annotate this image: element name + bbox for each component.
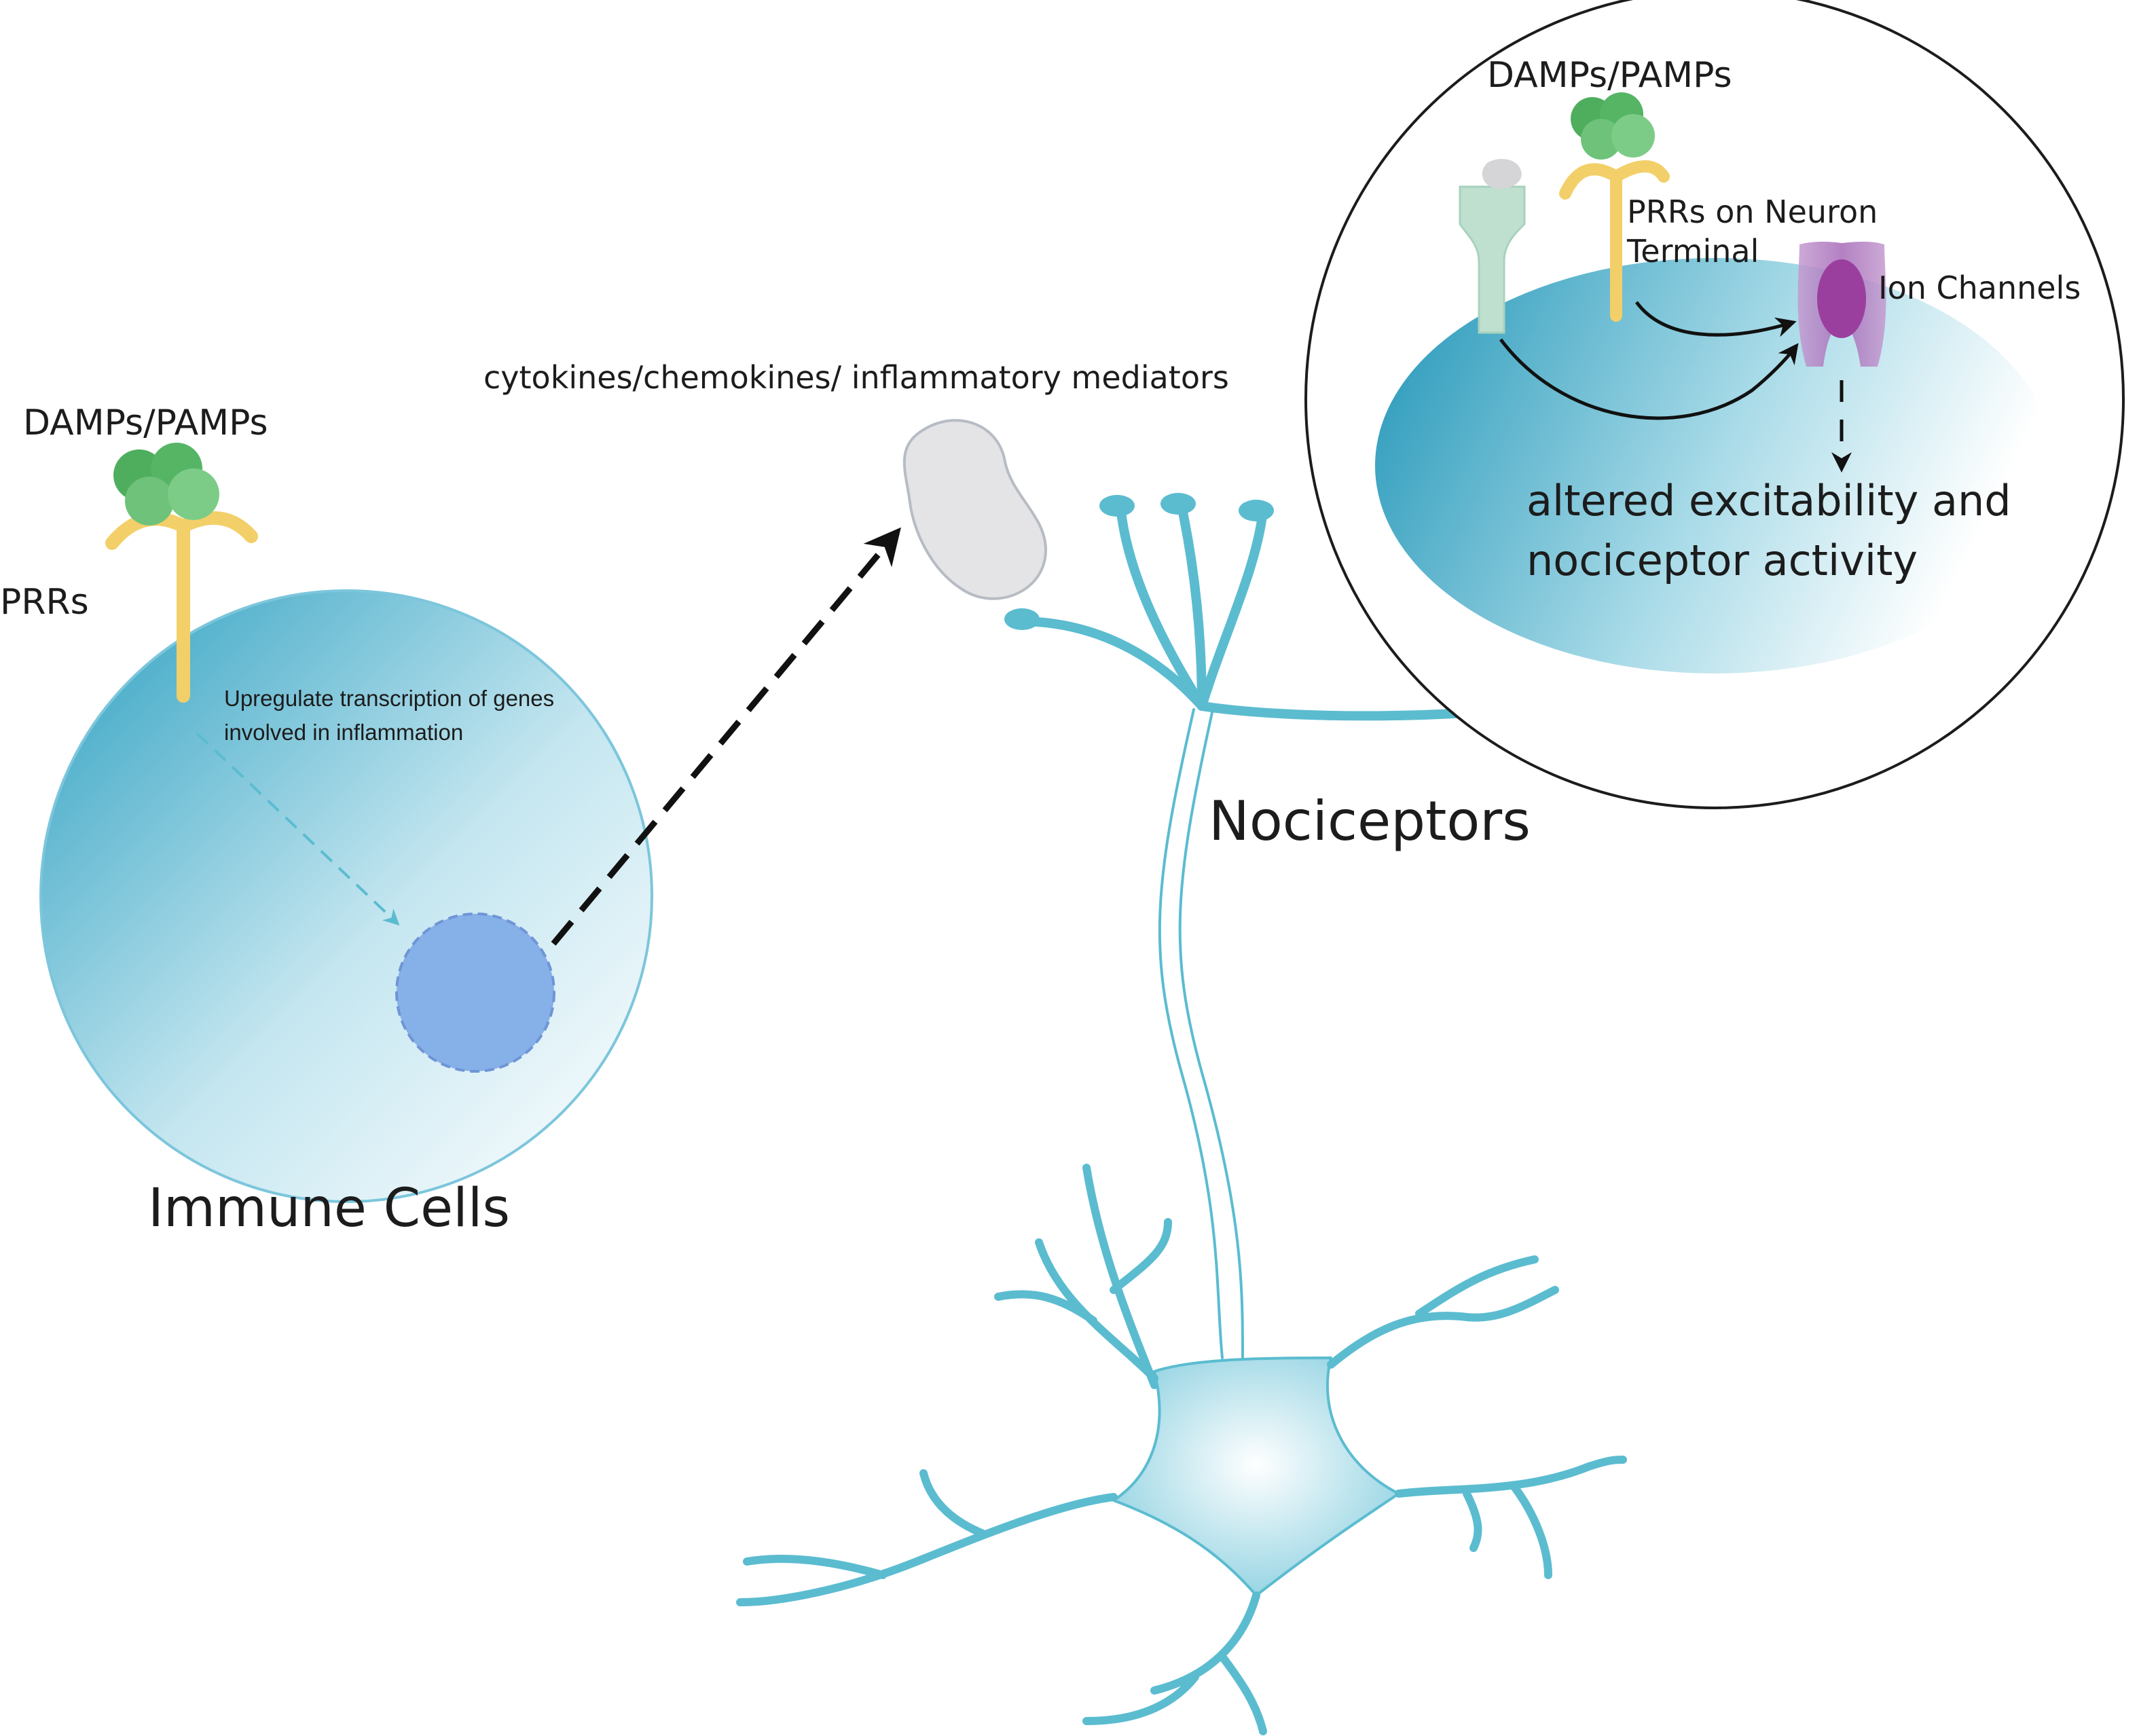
dendrite	[1082, 1164, 1172, 1389]
inset-prr-receptor	[1559, 92, 1670, 322]
axon-outline-right	[1178, 708, 1244, 1359]
prr-to-channel-arrow	[1634, 301, 1797, 337]
immune-cell-nucleus	[395, 912, 555, 1073]
neuron-terminal-membrane	[1375, 258, 2054, 673]
transcription-arrow	[196, 732, 400, 926]
dendrite	[1327, 1255, 1559, 1369]
inflammatory-mediator-blob	[902, 419, 1048, 600]
inset-damps-label: DAMPs/PAMPs	[1487, 55, 1732, 96]
mediators-label: cytokines/chemokines/ inflammatory media…	[483, 359, 1229, 396]
damp-ligand	[1611, 114, 1655, 158]
upregulate-transcription-label: Upregulate transcription of genes involv…	[224, 686, 555, 745]
gpcr-receptor	[1459, 159, 1526, 334]
dendrite	[1082, 1591, 1267, 1735]
ion-channel	[1797, 241, 1886, 367]
immune-cells-label: Immune Cells	[148, 1178, 511, 1239]
ion-channels-label: Ion Channels	[1878, 270, 2081, 306]
altered-excitability-label: altered excitability and nociceptor acti…	[1526, 476, 2011, 586]
nociceptors-label: Nociceptors	[1209, 790, 1531, 853]
immune-prrs-label: PRRs	[0, 582, 89, 623]
terminal-branch	[1014, 616, 1207, 711]
ion-channel-core	[1817, 259, 1866, 338]
dendrite	[994, 1238, 1158, 1382]
damp-ligand	[1581, 119, 1622, 160]
prrs-on-neuron-label: PRRs on Neuron Terminal	[1627, 193, 1878, 270]
nociceptor-neuron	[736, 493, 1668, 1735]
terminal-bulb	[1239, 500, 1274, 521]
secretion-arrow	[551, 527, 901, 946]
dendrite	[1395, 1456, 1627, 1579]
dendrite	[736, 1469, 1118, 1606]
receptor-body	[1459, 185, 1526, 334]
terminal-bulb	[1099, 495, 1135, 517]
terminal-branch	[1116, 501, 1207, 711]
damp-ligand	[168, 468, 219, 520]
terminal-bulb	[1004, 608, 1040, 630]
terminal-bulb	[1160, 493, 1196, 515]
immune-damps-label: DAMPs/PAMPs	[23, 403, 268, 443]
damp-ligand	[125, 477, 174, 525]
terminal-branch	[1197, 506, 1268, 711]
axon-outline-left	[1158, 708, 1224, 1359]
neuron-terminal-inset	[1304, 0, 2125, 809]
prr-y-receptor	[1559, 160, 1670, 322]
terminal-branch	[1177, 501, 1207, 711]
receptor-ligand	[1482, 159, 1522, 189]
immune-cell	[39, 589, 653, 1203]
neuron-soma	[1112, 1356, 1400, 1597]
receptor-to-channel-arrow	[1499, 338, 1799, 420]
immune-prr-receptor	[105, 443, 258, 703]
